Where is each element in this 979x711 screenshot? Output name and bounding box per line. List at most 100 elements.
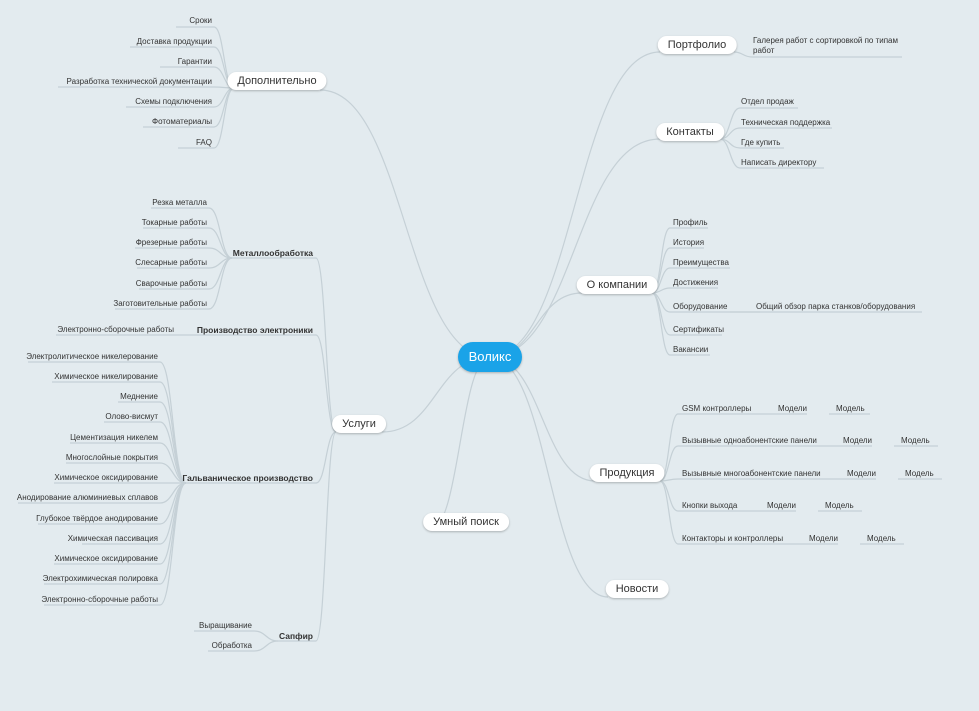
uslugi-to-sapfir bbox=[315, 431, 337, 642]
metall-item[interactable]: Слесарные работы bbox=[135, 258, 207, 267]
galvanika-link bbox=[159, 482, 187, 565]
root-to-portfolio bbox=[489, 51, 661, 358]
galvanika-item[interactable]: Меднение bbox=[120, 392, 158, 401]
metall-item[interactable]: Фрезерные работы bbox=[135, 238, 207, 247]
metall-item[interactable]: Заготовительные работы bbox=[113, 299, 207, 308]
o-kompanii-link bbox=[651, 292, 671, 356]
group-galvanika[interactable]: Гальваническое производство bbox=[182, 473, 313, 483]
group-sapfir[interactable]: Сапфир bbox=[279, 631, 313, 641]
galvanika-item[interactable]: Электронно-сборочные работы bbox=[41, 595, 158, 604]
dop-item[interactable]: Сроки bbox=[189, 16, 212, 25]
root-node[interactable]: Воликс bbox=[458, 342, 522, 372]
branch-novosti[interactable]: Новости bbox=[605, 580, 669, 598]
produktsiya-item[interactable]: Вызывные многоабонентские панели bbox=[682, 469, 821, 478]
group-elektronika[interactable]: Производство электроники bbox=[196, 325, 313, 335]
o-kompanii-item[interactable]: Оборудование bbox=[673, 302, 728, 311]
sapfir-link bbox=[253, 630, 279, 642]
metall-item[interactable]: Токарные работы bbox=[141, 218, 207, 227]
galvanika-item[interactable]: Электрохимическая полировка bbox=[42, 574, 158, 583]
group-metall[interactable]: Металлообработка bbox=[232, 248, 313, 258]
produktsiya-sub2[interactable]: Модель bbox=[836, 404, 865, 413]
galvanika-item[interactable]: Олово-висмут bbox=[105, 412, 158, 421]
produktsiya-link bbox=[659, 480, 679, 512]
produktsiya-sub[interactable]: Модели bbox=[843, 436, 873, 445]
galvanika-item[interactable]: Химическая пассивация bbox=[67, 534, 158, 543]
produktsiya-item[interactable]: Контакторы и контроллеры bbox=[682, 534, 784, 543]
o-kompanii-link bbox=[651, 292, 671, 336]
produktsiya-sub[interactable]: Модели bbox=[847, 469, 877, 478]
root-to-umny-poisk bbox=[429, 356, 491, 531]
produktsiya-sub[interactable]: Модели bbox=[809, 534, 839, 543]
o-kompanii-item[interactable]: Преимущества bbox=[673, 258, 729, 267]
uslugi-to-metall bbox=[315, 257, 337, 433]
produktsiya-item[interactable]: Кнопки выхода bbox=[682, 501, 738, 510]
root-to-dopolnitelno bbox=[319, 89, 491, 358]
branch-dopolnitelno[interactable]: Дополнительно bbox=[227, 72, 327, 90]
produktsiya-link bbox=[659, 480, 679, 545]
o-kompanii-item[interactable]: История bbox=[673, 238, 705, 247]
produktsiya-sub[interactable]: Модели bbox=[767, 501, 797, 510]
kontakty-item[interactable]: Написать директору bbox=[741, 158, 817, 167]
metall-link bbox=[208, 257, 233, 310]
branch-kontakty[interactable]: Контакты bbox=[656, 123, 724, 141]
o-kompanii-item[interactable]: Профиль bbox=[673, 218, 708, 227]
branch-produktsiya[interactable]: Продукция bbox=[589, 464, 665, 482]
metall-item[interactable]: Сварочные работы bbox=[135, 279, 207, 288]
o-kompanii-item[interactable]: Вакансии bbox=[673, 345, 709, 354]
kontakty-item[interactable]: Отдел продаж bbox=[741, 97, 794, 106]
branch-uslugi[interactable]: Услуги bbox=[332, 415, 386, 433]
galvanika-link bbox=[159, 442, 187, 484]
dop-link bbox=[213, 87, 235, 149]
galvanika-link bbox=[159, 381, 187, 484]
produktsiya-sub2[interactable]: Модель bbox=[905, 469, 934, 478]
produktsiya-item[interactable]: Вызывные одноабонентские панели bbox=[682, 436, 817, 445]
oborudovanie-sub[interactable]: Общий обзор парка станков/оборудования bbox=[756, 302, 916, 311]
kontakty-link bbox=[719, 138, 741, 169]
branch-portfolio[interactable]: Портфолио bbox=[657, 36, 737, 54]
dop-item[interactable]: Доставка продукции bbox=[136, 37, 212, 46]
sapfir-item[interactable]: Обработка bbox=[211, 641, 252, 650]
galvanika-item[interactable]: Многослойные покрытия bbox=[65, 453, 158, 462]
dop-item[interactable]: FAQ bbox=[195, 138, 212, 147]
metall-item[interactable]: Резка металла bbox=[152, 198, 207, 207]
galvanika-item[interactable]: Химическое оксидирование bbox=[54, 473, 158, 482]
kontakty-item[interactable]: Где купить bbox=[741, 138, 781, 147]
dop-item[interactable]: Фотоматериалы bbox=[152, 117, 212, 126]
sapfir-item[interactable]: Выращивание bbox=[199, 621, 252, 630]
galvanika-link bbox=[159, 482, 187, 585]
produktsiya-sub2[interactable]: Модель bbox=[867, 534, 896, 543]
kontakty-item[interactable]: Техническая поддержка bbox=[741, 118, 831, 127]
portfolio-link bbox=[733, 51, 753, 58]
produktsiya-sub[interactable]: Модели bbox=[778, 404, 808, 413]
produktsiya-item[interactable]: GSM контроллеры bbox=[682, 404, 752, 413]
dop-item[interactable]: Гарантии bbox=[177, 57, 212, 66]
galvanika-item[interactable]: Анодирование алюминиевых сплавов bbox=[16, 493, 158, 502]
branch-umny-poisk[interactable]: Умный поиск bbox=[423, 513, 509, 531]
root-to-kontakty bbox=[489, 138, 661, 358]
portfolio-item[interactable]: Галерея работ с сортировкой по типам раб… bbox=[753, 36, 899, 55]
galvanika-item[interactable]: Электролитическое никелерование bbox=[26, 352, 158, 361]
galvanika-link bbox=[159, 482, 187, 606]
elektronika-item[interactable]: Электронно-сборочные работы bbox=[57, 325, 174, 334]
galvanika-item[interactable]: Цементизация никелем bbox=[70, 433, 158, 442]
galvanika-link bbox=[159, 482, 187, 525]
galvanika-link bbox=[159, 401, 187, 484]
galvanika-item[interactable]: Химическое оксидирование bbox=[54, 554, 158, 563]
dop-item[interactable]: Схемы подключения bbox=[135, 97, 212, 106]
produktsiya-sub2[interactable]: Модель bbox=[901, 436, 930, 445]
metall-link bbox=[208, 227, 233, 259]
produktsiya-link bbox=[659, 445, 679, 482]
sapfir-link bbox=[253, 640, 279, 652]
produktsiya-sub2[interactable]: Модель bbox=[825, 501, 854, 510]
uslugi-to-galvanika bbox=[315, 431, 337, 484]
metall-link bbox=[208, 207, 233, 259]
root-to-produktsiya bbox=[489, 356, 596, 482]
branch-o-kompanii[interactable]: О компании bbox=[576, 276, 658, 294]
o-kompanii-item[interactable]: Достижения bbox=[673, 278, 719, 287]
o-kompanii-item[interactable]: Сертификаты bbox=[673, 325, 725, 334]
dop-item[interactable]: Разработка технической документации bbox=[66, 77, 212, 86]
galvanika-item[interactable]: Глубокое твёрдое анодирование bbox=[36, 514, 158, 523]
galvanika-item[interactable]: Химическое никелирование bbox=[54, 372, 158, 381]
produktsiya-link bbox=[659, 413, 679, 482]
